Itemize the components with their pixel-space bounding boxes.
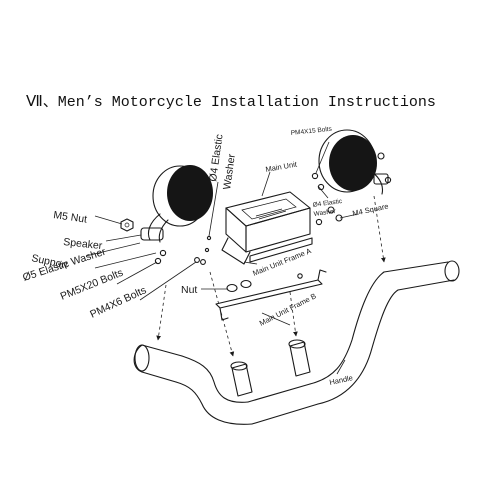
main-unit: [221, 191, 313, 265]
main-unit-frame-b: [215, 269, 327, 321]
left-m5-nut: [120, 218, 134, 232]
diagram-title: Ⅶ、Men’s Motorcycle Installation Instruct…: [26, 94, 436, 111]
label-speaker: Speaker: [63, 236, 104, 252]
label-washer-small: Washer: [313, 208, 337, 218]
right-speaker: [318, 129, 389, 195]
handlebar: [133, 260, 460, 425]
label-pm4x6-bolts: PM4X6 Bolts: [88, 284, 148, 321]
label-main-unit-frame-a: Main Unit Frame A: [251, 246, 312, 278]
label-m5-nut: M5 Nut: [53, 209, 88, 226]
left-speaker: [140, 165, 213, 243]
label-handle: Handle: [329, 373, 354, 387]
handlebar-clamps: [230, 339, 311, 397]
label-nut: Nut: [181, 284, 197, 296]
assembly-arrows: [156, 195, 386, 357]
label-elastic-washer-4-small: Ø4 Elastic: [312, 198, 343, 209]
leader-lines: [85, 141, 359, 375]
label-pm4x15-bolts: PM4X15 Bolts: [290, 126, 332, 137]
label-main-unit: Main Unit: [265, 159, 299, 174]
right-small-parts: [311, 152, 392, 226]
label-washer: Washer: [221, 153, 238, 191]
label-m4-square: M4 Square: [352, 202, 390, 218]
left-bolts: [154, 235, 212, 265]
